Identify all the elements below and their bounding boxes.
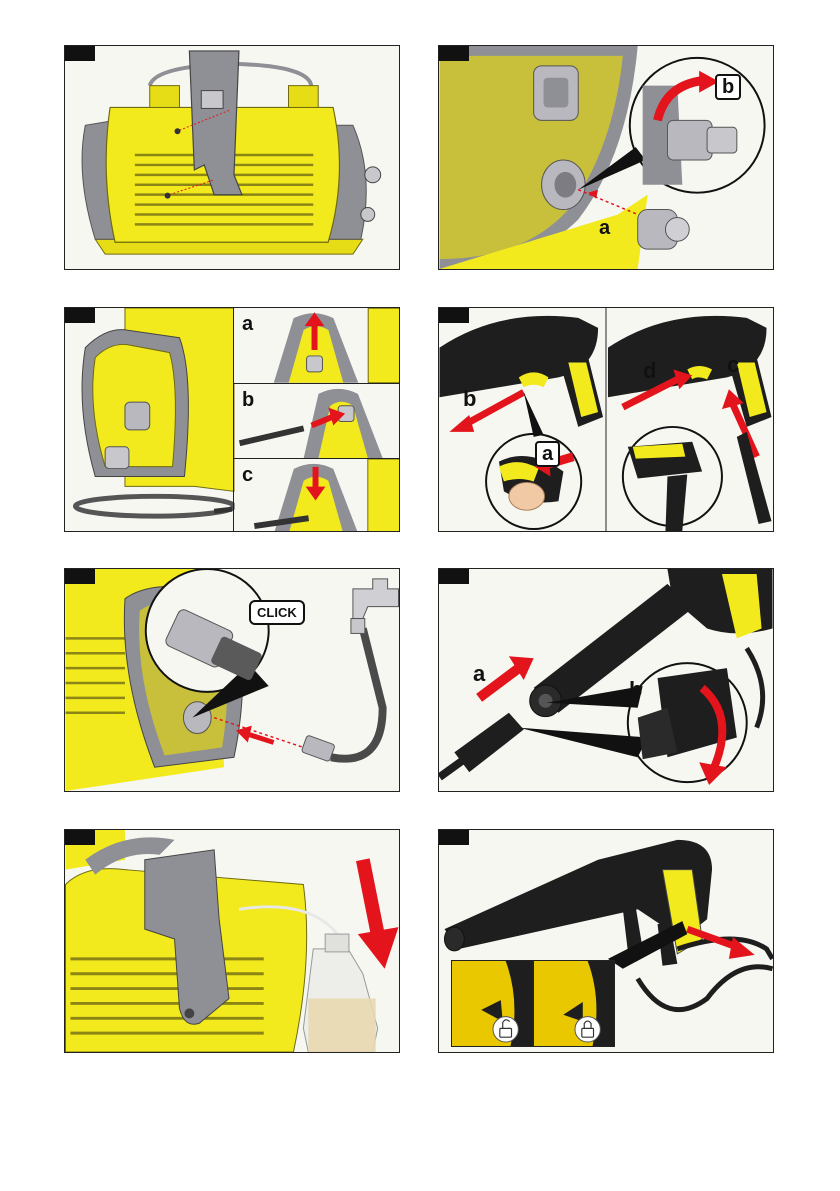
label-b: b <box>463 388 476 410</box>
subpanel-a: a <box>233 308 400 383</box>
label-c: c <box>727 354 739 376</box>
figure-5-panel: CLICK <box>64 568 400 792</box>
label-c: c <box>242 465 253 485</box>
detergent-bottle-icon <box>65 830 399 1052</box>
figure-number-tag <box>65 569 95 584</box>
label-a: a <box>599 218 610 238</box>
label-a: a <box>535 441 560 467</box>
figure-number-tag <box>65 830 95 845</box>
locked-detail <box>533 960 615 1047</box>
subpanel-c: c <box>233 458 400 532</box>
figure-3-panel: a b c <box>64 307 400 532</box>
figure-number-tag <box>439 46 469 61</box>
spray-gun-icon <box>439 308 773 531</box>
figure-6-panel: a b <box>438 568 774 792</box>
label-a: a <box>242 314 253 334</box>
figure-number-tag <box>65 46 95 61</box>
figure-number-tag <box>439 830 469 845</box>
figure-1-panel <box>64 45 400 270</box>
screw-icon <box>175 128 181 134</box>
figure-2-panel: a b <box>438 45 774 270</box>
garden-hose-icon <box>65 569 399 791</box>
figure-4-panel: b a d c <box>438 307 774 532</box>
figure-8-panel <box>438 829 774 1053</box>
label-b: b <box>242 390 254 410</box>
click-callout: CLICK <box>249 600 305 625</box>
figure-number-tag <box>439 308 469 323</box>
figure-7-panel <box>64 829 400 1053</box>
label-a: a <box>473 663 485 685</box>
figure-number-tag <box>65 308 95 323</box>
label-d: d <box>643 360 656 382</box>
label-b: b <box>629 679 642 701</box>
figure-number-tag <box>439 569 469 584</box>
pressure-washer-body-icon <box>65 46 399 269</box>
subpanel-b: b <box>233 383 400 458</box>
unlocked-detail <box>451 960 533 1047</box>
spray-lance-icon <box>439 569 773 791</box>
label-b: b <box>715 74 741 100</box>
